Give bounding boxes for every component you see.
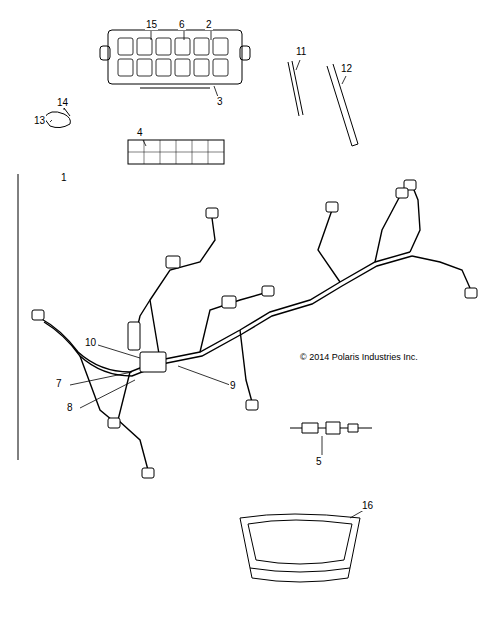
main-harness [40,185,470,470]
fuse-slot [137,38,152,55]
fuse-slot [118,38,133,55]
callout-number: 6 [178,19,186,30]
fuse-box-edge [140,88,210,89]
card-grid [128,140,224,164]
callout-number: 15 [145,19,158,30]
callout-number: 1 [60,172,68,183]
copyright-note: © 2014 Polaris Industries Inc. [299,352,419,363]
callout-number: 8 [66,402,74,413]
callout-number: 10 [84,337,97,348]
fuse-slot [175,38,190,55]
fuse-slot [175,59,190,76]
clamp-13 [44,112,70,128]
fuse-box-tab [100,46,110,60]
callout-number: 3 [216,96,224,107]
callout-number: 12 [340,63,353,74]
callout-number: 7 [55,378,63,389]
card-divider [128,152,224,153]
fuse-box [108,30,242,84]
fuse-slot [156,38,171,55]
callout-number: 9 [229,380,237,391]
fuse-slot [213,59,228,76]
connector-5 [290,422,372,434]
fuse-slot [156,59,171,76]
callout-number: 5 [315,456,323,467]
callout-number: 4 [136,127,144,138]
fuse-slot [194,38,209,55]
fuse-slot [118,59,133,76]
callout-number: 11 [295,46,307,57]
harness-connectors [32,180,477,478]
leader-lines [50,31,364,518]
conduit-11 [288,61,303,116]
callout-number: 13 [33,115,46,126]
callout-number: 2 [205,19,213,30]
fuse-grid [118,38,228,76]
callout-number: 14 [56,97,69,108]
group-bracket [18,174,19,460]
fuse-slot [194,59,209,76]
callout-number: 16 [361,500,374,511]
fuse-label-card [128,140,224,164]
tray-16 [240,514,360,582]
fuse-slot [137,59,152,76]
conduit-12 [327,64,358,146]
fuse-slot [213,38,228,55]
fuse-box-tab [240,46,250,60]
